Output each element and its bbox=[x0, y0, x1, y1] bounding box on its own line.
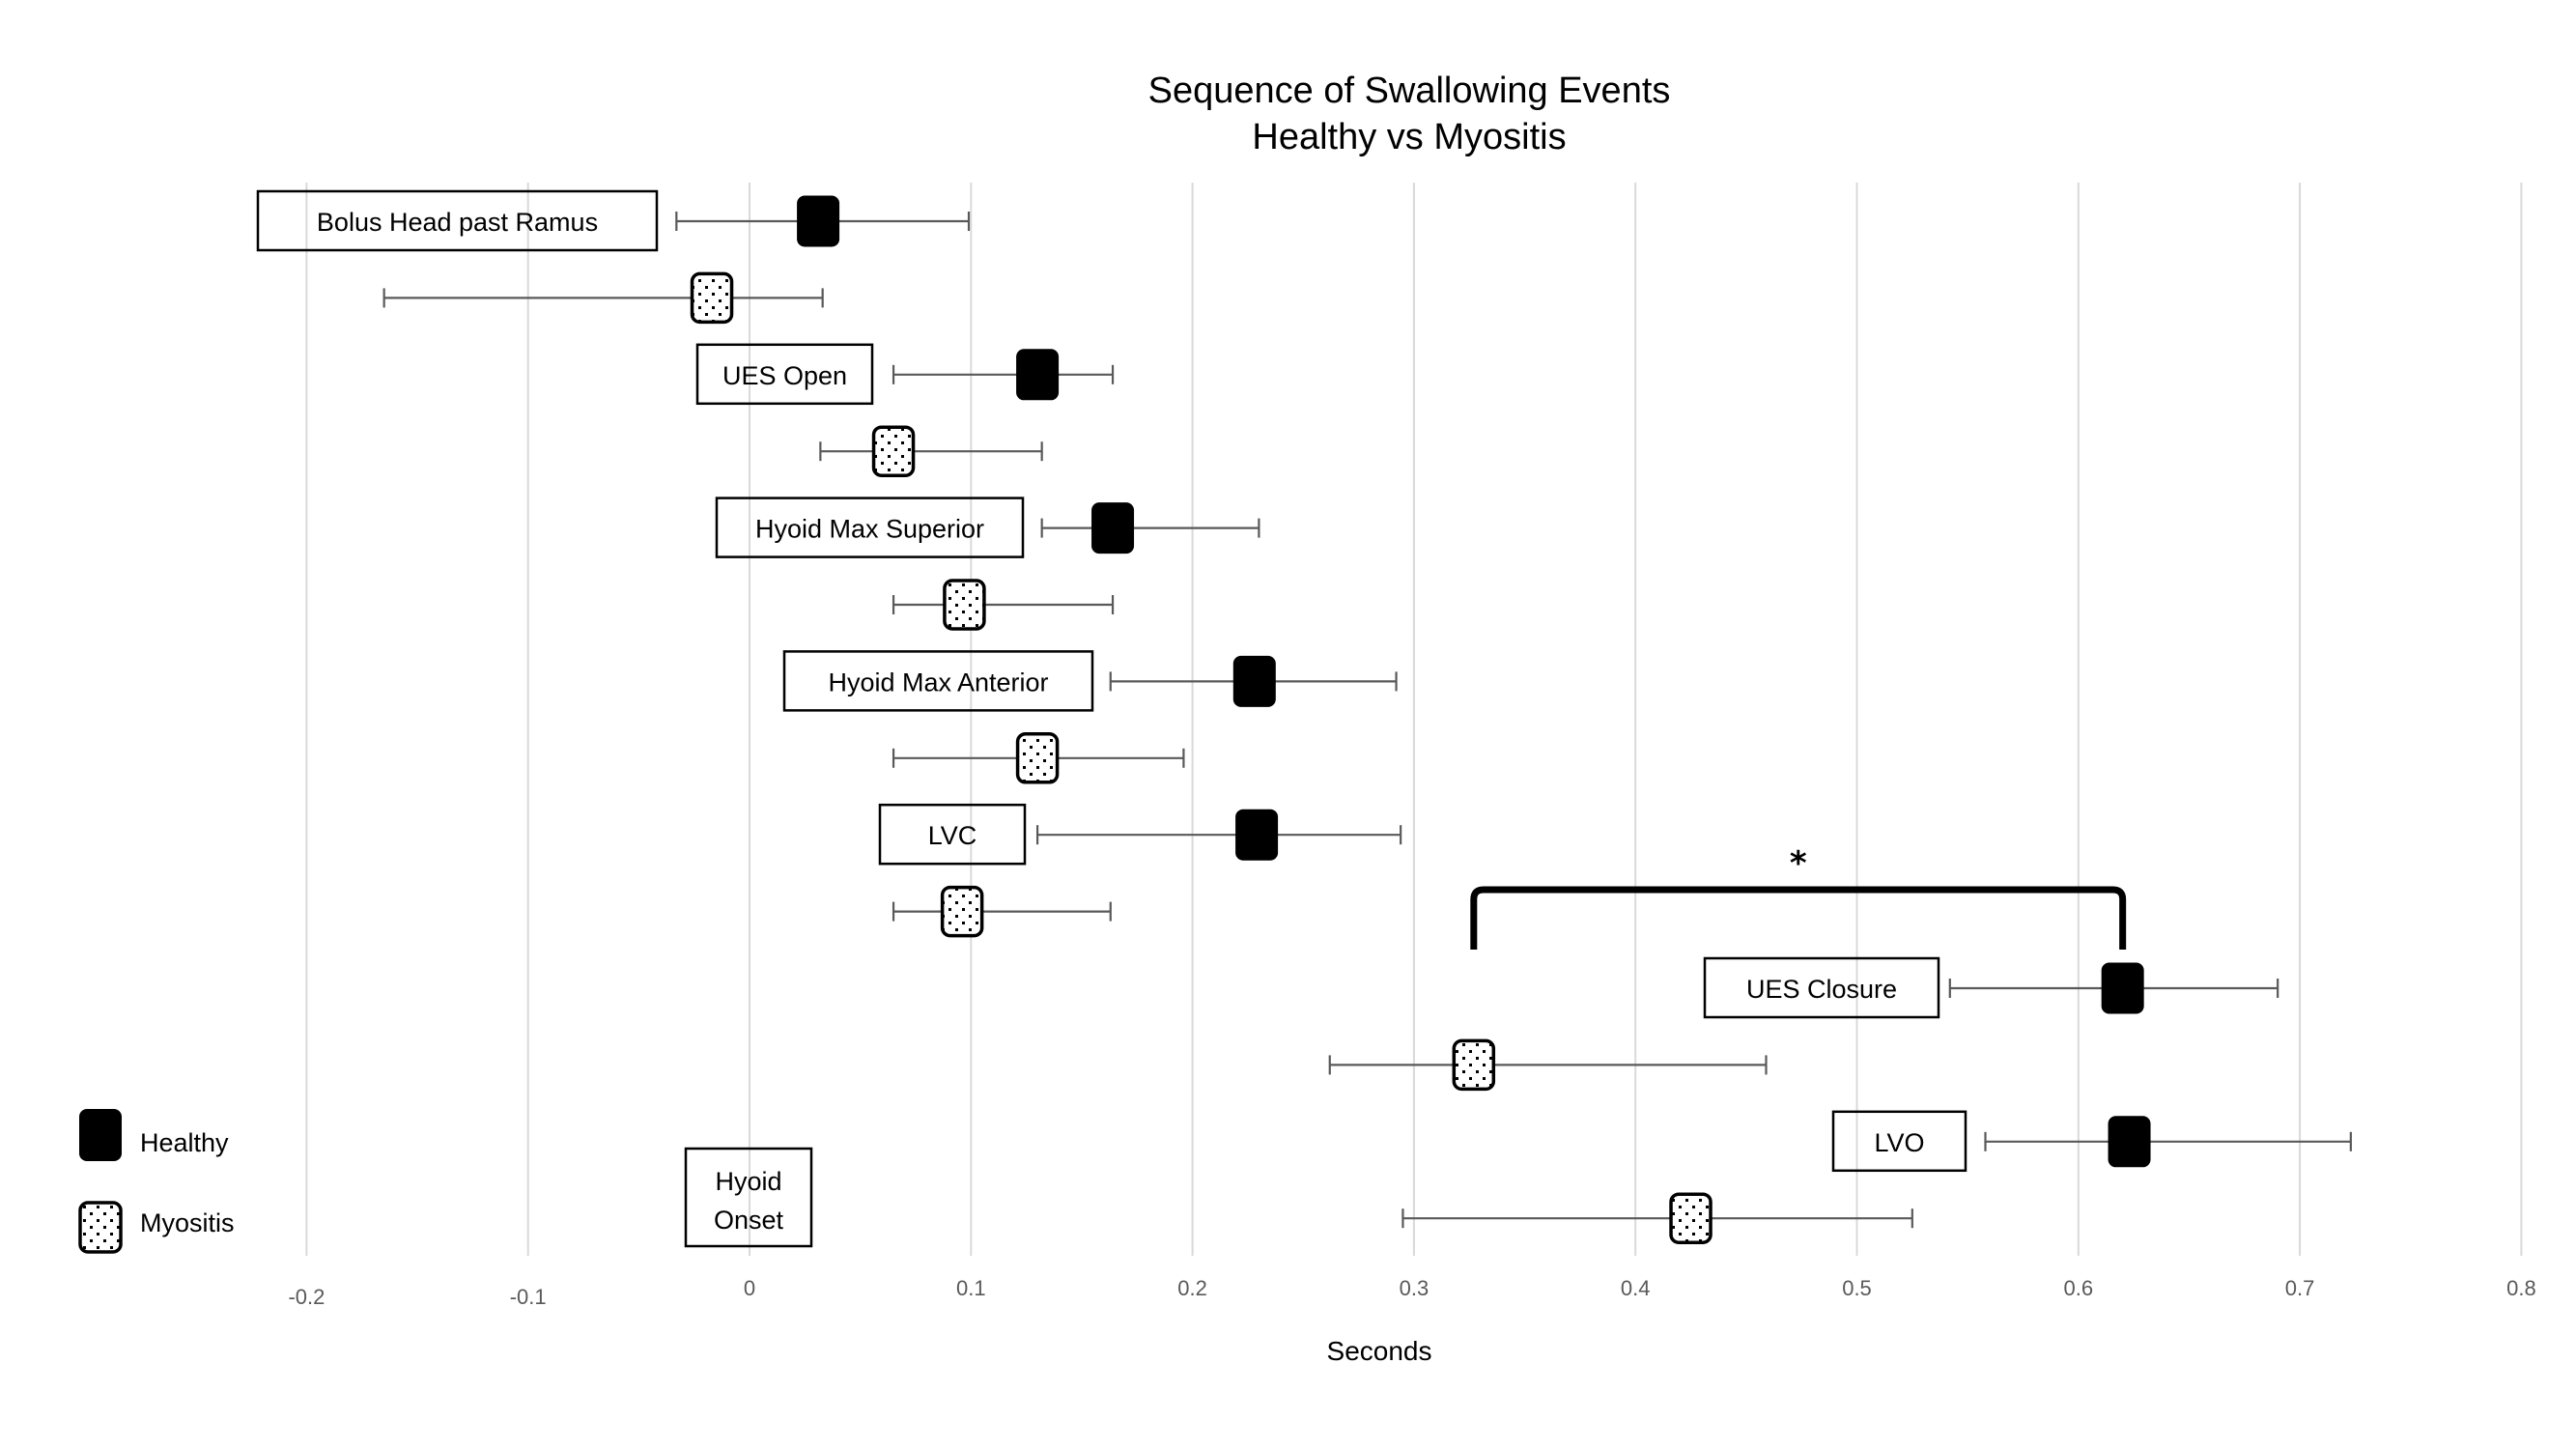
healthy-marker[interactable] bbox=[1016, 349, 1060, 401]
myositis-point[interactable] bbox=[1401, 1192, 1913, 1244]
legend: Healthy Myositis bbox=[78, 1109, 235, 1254]
healthy-marker[interactable] bbox=[797, 195, 840, 247]
event-label-text: LVO bbox=[1874, 1128, 1924, 1157]
healthy-point[interactable] bbox=[1948, 962, 2279, 1014]
hyoid-onset-line-1: Hyoid bbox=[715, 1167, 781, 1196]
significance-asterisk: * bbox=[1790, 844, 1807, 883]
myositis-marker[interactable] bbox=[940, 885, 984, 938]
healthy-point[interactable] bbox=[892, 349, 1115, 401]
x-tick-label: 0.8 bbox=[2506, 1276, 2536, 1300]
healthy-point[interactable] bbox=[675, 195, 971, 247]
legend-item-healthy[interactable]: Healthy bbox=[79, 1109, 229, 1161]
event-row bbox=[892, 809, 1402, 938]
event-label-text: Bolus Head past Ramus bbox=[317, 208, 598, 237]
gridlines bbox=[305, 183, 2523, 1256]
legend-swatch-myositis bbox=[78, 1201, 123, 1254]
hyoid-onset-box bbox=[684, 1147, 813, 1248]
x-tick-label: 0.6 bbox=[2064, 1276, 2094, 1300]
event-label: Bolus Head past Ramus bbox=[256, 189, 659, 252]
legend-swatch-healthy bbox=[79, 1109, 122, 1161]
event-row bbox=[1328, 962, 2279, 1092]
x-tick-label: 0 bbox=[744, 1276, 755, 1300]
healthy-point[interactable] bbox=[1109, 655, 1398, 707]
chart-title: Sequence of Swallowing Events Healthy vs… bbox=[1148, 71, 1671, 157]
event-label: LVC bbox=[878, 803, 1027, 866]
event-row bbox=[819, 349, 1115, 477]
myositis-point[interactable] bbox=[892, 885, 1112, 938]
event-label: LVO bbox=[1831, 1110, 1967, 1173]
event-row bbox=[892, 655, 1398, 784]
event-label-box bbox=[878, 803, 1027, 866]
x-tick-label: -0.1 bbox=[510, 1285, 547, 1309]
legend-item-myositis[interactable]: Myositis bbox=[78, 1201, 235, 1254]
significance-annotation: * bbox=[1470, 844, 2127, 950]
myositis-marker[interactable] bbox=[1015, 732, 1060, 784]
myositis-point[interactable] bbox=[892, 579, 1115, 631]
myositis-point[interactable] bbox=[1328, 1038, 1768, 1092]
x-tick-label: 0.4 bbox=[1621, 1276, 1651, 1300]
x-tick-label: 0.1 bbox=[956, 1276, 986, 1300]
event-label-box bbox=[1703, 956, 1940, 1019]
x-axis-title: Seconds bbox=[1327, 1336, 1432, 1366]
x-axis-tick-labels: -0.2 -0.1 0 0.1 0.2 0.3 0.4 0.5 0.6 0.7 0.8 bbox=[288, 1276, 2535, 1309]
series-layer bbox=[382, 195, 2352, 1244]
healthy-point[interactable] bbox=[1984, 1116, 2352, 1168]
event-label-text: Hyoid Max Anterior bbox=[828, 668, 1048, 696]
myositis-marker[interactable] bbox=[1452, 1038, 1496, 1092]
myositis-point[interactable] bbox=[892, 732, 1185, 784]
healthy-marker[interactable] bbox=[2101, 962, 2144, 1014]
myositis-marker[interactable] bbox=[1669, 1192, 1713, 1244]
event-label: UES Closure bbox=[1703, 956, 1940, 1019]
event-label-text: Hyoid Max Superior bbox=[755, 515, 984, 544]
event-label: Hyoid Max Anterior bbox=[782, 650, 1094, 712]
event-label-box bbox=[782, 650, 1094, 712]
event-label-box bbox=[695, 343, 874, 406]
event-row bbox=[382, 195, 971, 325]
legend-label-myositis: Myositis bbox=[140, 1208, 235, 1237]
x-tick-label: 0.7 bbox=[2285, 1276, 2315, 1300]
event-row bbox=[1401, 1116, 2352, 1244]
healthy-marker[interactable] bbox=[1232, 655, 1276, 707]
myositis-marker[interactable] bbox=[943, 579, 986, 631]
healthy-marker[interactable] bbox=[2108, 1116, 2151, 1168]
event-row bbox=[892, 502, 1260, 631]
event-label-text: LVC bbox=[928, 821, 977, 850]
event-label: Hyoid Max Superior bbox=[715, 497, 1025, 558]
event-label-box bbox=[1831, 1110, 1967, 1173]
healthy-marker[interactable] bbox=[1091, 502, 1135, 554]
event-label-text: UES Closure bbox=[1746, 975, 1897, 1004]
event-label-box bbox=[256, 189, 659, 252]
x-tick-label: 0.5 bbox=[1842, 1276, 1872, 1300]
x-tick-label: 0.3 bbox=[1400, 1276, 1430, 1300]
event-label-box bbox=[715, 497, 1025, 558]
x-tick-label: 0.2 bbox=[1177, 1276, 1207, 1300]
x-tick-label: -0.2 bbox=[288, 1285, 325, 1309]
healthy-point[interactable] bbox=[1035, 809, 1402, 861]
chart-title-line-1: Sequence of Swallowing Events bbox=[1148, 71, 1671, 111]
myositis-point[interactable] bbox=[382, 271, 824, 325]
myositis-marker[interactable] bbox=[871, 425, 916, 477]
hyoid-onset-line-2: Onset bbox=[714, 1206, 784, 1235]
legend-label-healthy: Healthy bbox=[140, 1128, 229, 1157]
myositis-point[interactable] bbox=[819, 425, 1043, 477]
chart-title-line-2: Healthy vs Myositis bbox=[1252, 117, 1566, 157]
healthy-marker[interactable] bbox=[1235, 809, 1279, 861]
event-label: UES Open bbox=[695, 343, 874, 406]
healthy-point[interactable] bbox=[1040, 502, 1260, 554]
event-label-text: UES Open bbox=[722, 361, 847, 390]
myositis-marker[interactable] bbox=[690, 271, 734, 325]
reference-event-label: Hyoid Onset bbox=[684, 1147, 813, 1248]
significance-bracket bbox=[1470, 886, 2127, 950]
